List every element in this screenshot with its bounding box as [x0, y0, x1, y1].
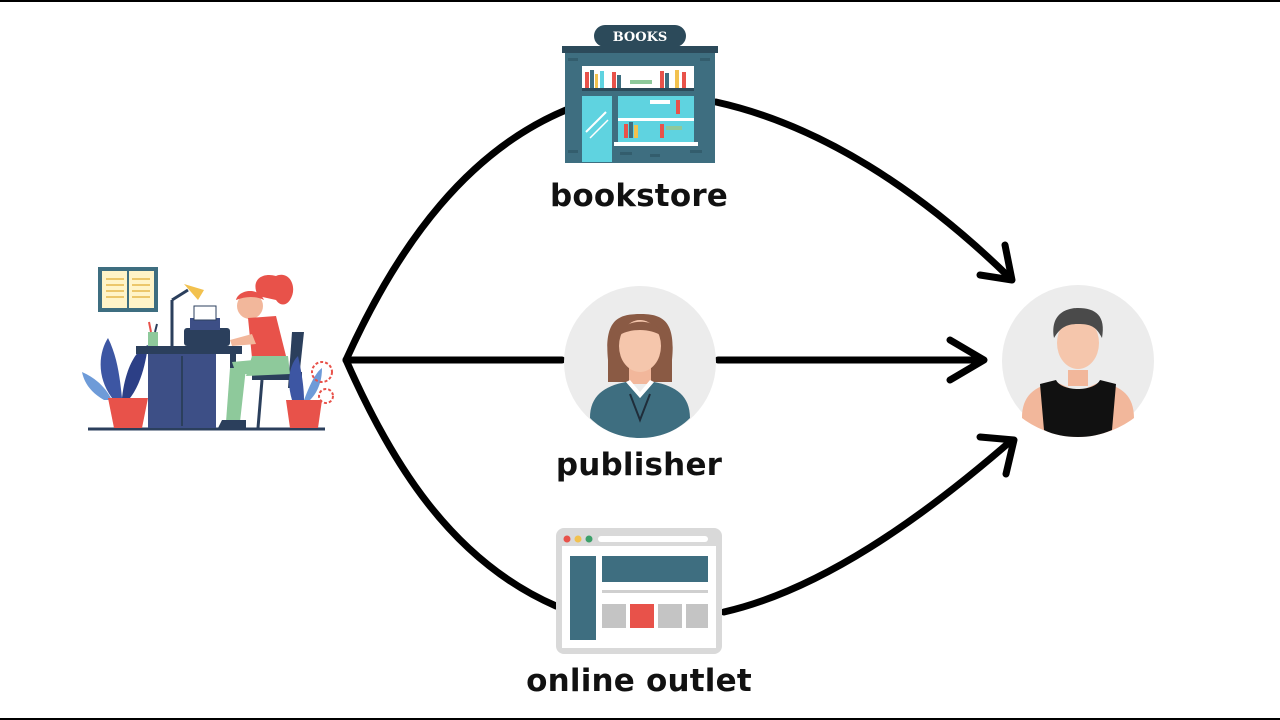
arrow-to-bookstore [342, 106, 570, 364]
arrow-to-online-outlet [342, 356, 560, 610]
books-on-shelf [585, 70, 686, 88]
arrow-bookstore-to-reader [712, 98, 1014, 282]
arrow-online-outlet-to-reader [720, 436, 1016, 616]
arrowhead-lower [976, 433, 1018, 478]
publisher-label: publisher [555, 447, 723, 483]
author-writing-at-desk-illustration [82, 267, 334, 431]
arrows [342, 98, 1018, 616]
bookstore-label: bookstore [549, 178, 729, 214]
bottom-border [0, 718, 1280, 720]
publisher-person-avatar-icon [564, 286, 716, 438]
arrowhead-upper [976, 241, 1016, 284]
browser-window-icon [556, 528, 722, 654]
top-border [0, 0, 1280, 2]
bookstore-sign-text: BOOKS [613, 30, 668, 45]
online-outlet-label: online outlet [526, 663, 752, 699]
arrowhead-middle [946, 336, 988, 384]
bookstore-building-icon [562, 25, 718, 163]
reader-person-avatar-icon [1002, 285, 1154, 437]
